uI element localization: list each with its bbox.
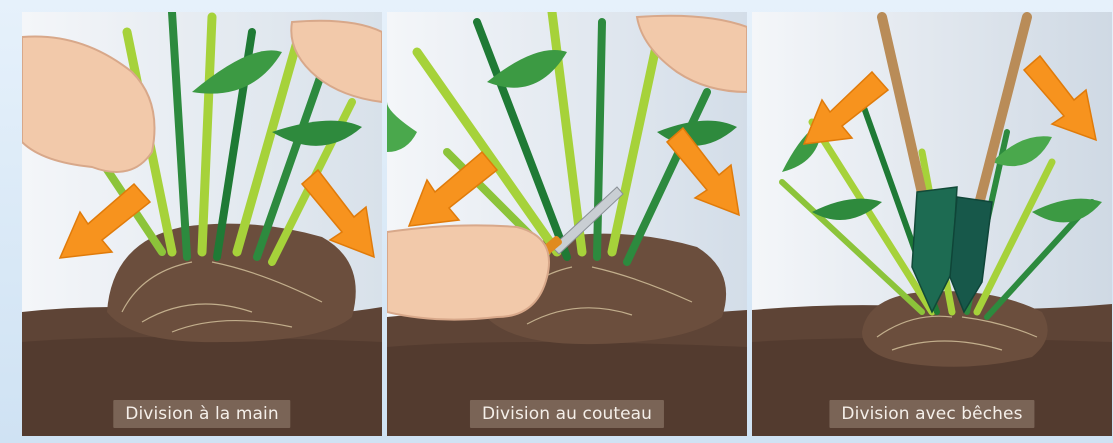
- panel-division-spades: Division avec bêches: [752, 12, 1112, 436]
- caption-division-hand: Division à la main: [113, 400, 290, 428]
- panel-division-hand: Division à la main: [22, 12, 382, 436]
- hand-knife: [387, 225, 549, 319]
- knife-division-illustration: [387, 12, 747, 436]
- panel-division-knife: Division au couteau: [387, 12, 747, 436]
- hand-division-illustration: [22, 12, 382, 436]
- caption-division-spades: Division avec bêches: [829, 400, 1034, 428]
- spades-division-illustration: [752, 12, 1112, 436]
- caption-division-knife: Division au couteau: [470, 400, 664, 428]
